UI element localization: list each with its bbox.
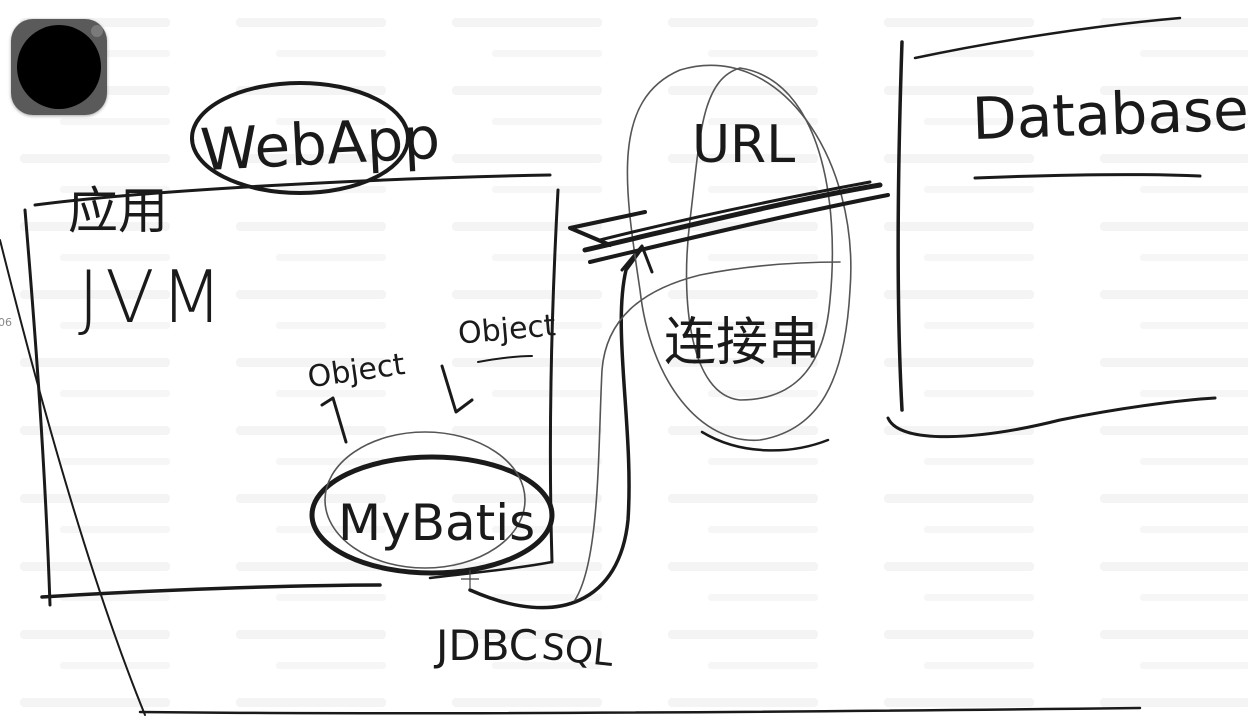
webapp-ellipse — [190, 81, 410, 195]
database-bottom-line — [886, 396, 1217, 439]
database-underline — [973, 173, 1202, 180]
record-dot — [17, 25, 101, 109]
jvm-label: JVM — [78, 255, 229, 339]
jvm-box-bottom-line-right — [428, 560, 554, 580]
object-right-label: Object — [457, 308, 558, 351]
jvm-box-top-line — [33, 173, 552, 207]
object-left-label: Object — [306, 347, 408, 395]
database-label: Database — [971, 75, 1248, 153]
connection-line-3 — [598, 180, 872, 242]
jvm-box-bottom-line — [40, 583, 382, 599]
arrow-up-icon — [320, 396, 348, 444]
jdbc-connection-curve-light — [574, 261, 841, 601]
mybatis-ellipse-outer — [309, 454, 555, 576]
diagonal-margin-line — [0, 239, 146, 716]
url-underline — [700, 430, 830, 452]
database-left-line — [896, 40, 904, 412]
mybatis-label: MyBatis — [338, 494, 535, 552]
record-button-icon[interactable] — [11, 19, 107, 115]
jdbc-label: JDBC — [433, 621, 538, 670]
webapp-label: WebApp — [199, 104, 442, 184]
jvm-box-left-line — [23, 208, 52, 607]
record-indicator-light — [91, 25, 103, 37]
database-top-line — [913, 16, 1182, 60]
edge-number: 06 — [0, 316, 12, 329]
connection-line-2 — [588, 193, 890, 264]
connection-arrowhead-icon — [568, 210, 647, 247]
connection-line-1 — [582, 182, 883, 253]
mybatis-ellipse-inner — [324, 431, 526, 569]
bottom-base-line — [138, 706, 1142, 715]
url-label: URL — [692, 115, 795, 175]
url-bubble-outline-2 — [685, 67, 834, 401]
cursor-crosshair-icon — [461, 570, 479, 588]
sql-label: SQL — [540, 627, 615, 675]
arrow-down-icon — [440, 364, 474, 414]
yingyong-label: 应用 — [68, 182, 168, 240]
underline-object-right — [477, 355, 533, 363]
url-bubble-outline — [626, 64, 852, 441]
jdbc-connection-curve — [468, 246, 644, 610]
lianjiechuan-label: 连接串 — [664, 313, 820, 373]
jdbc-arrowhead — [620, 244, 654, 274]
